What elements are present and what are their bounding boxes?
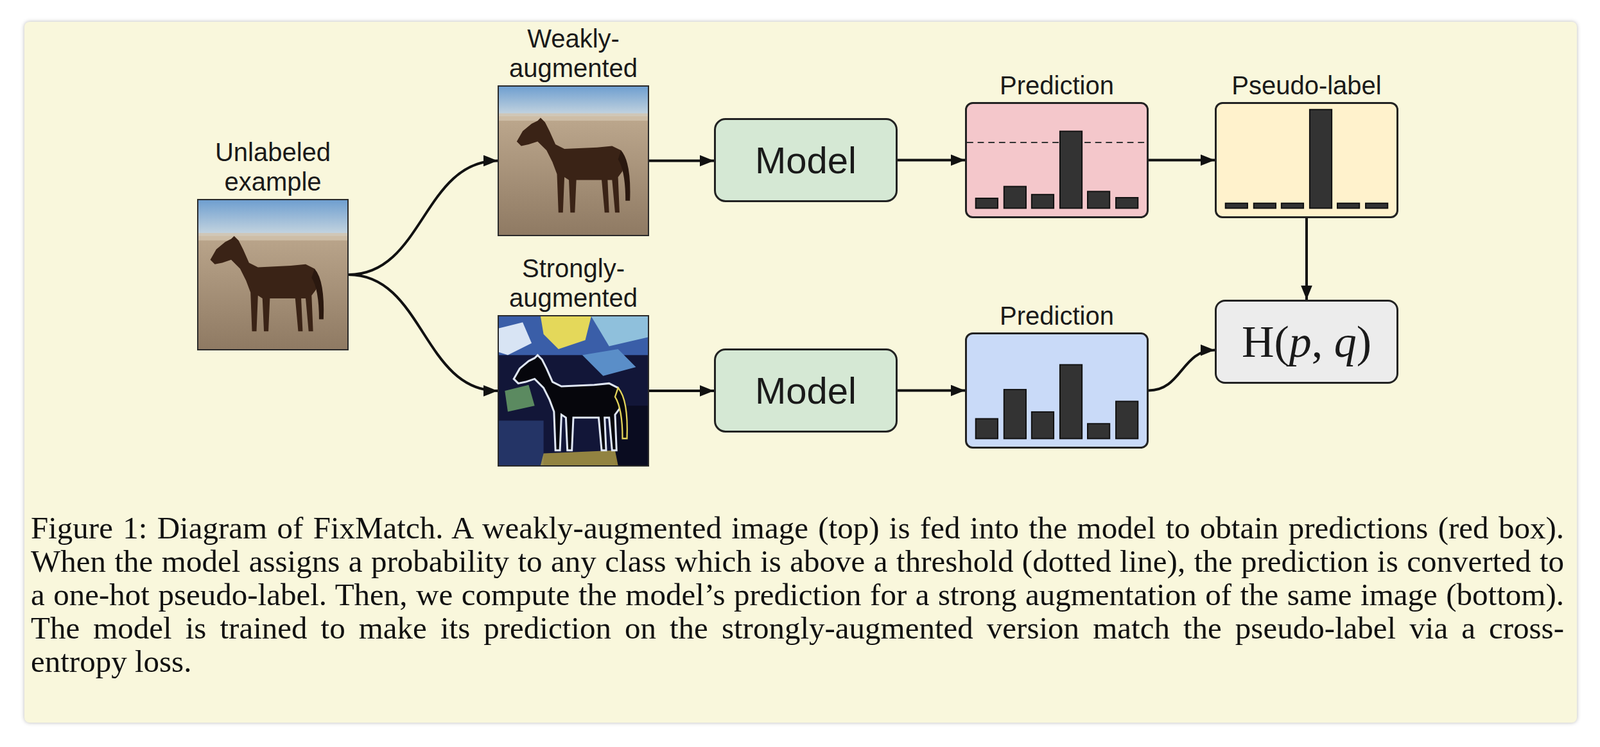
chart-box: Prediction bbox=[965, 332, 1149, 449]
horizon bbox=[498, 113, 648, 122]
horse-tail bbox=[311, 269, 324, 320]
bar bbox=[1281, 203, 1304, 209]
heading-label: Unlabeled example bbox=[182, 137, 363, 197]
augmented-photo bbox=[498, 316, 648, 466]
flow-arrow bbox=[649, 159, 714, 163]
horse-tail bbox=[615, 387, 628, 439]
bar bbox=[1087, 191, 1110, 209]
flow-arrow bbox=[348, 274, 498, 392]
bar bbox=[975, 198, 998, 209]
horse-photo bbox=[198, 200, 348, 350]
bar bbox=[1115, 401, 1138, 439]
heading-label: Pseudo-label bbox=[1201, 70, 1412, 101]
horse-group bbox=[516, 118, 631, 214]
bars bbox=[975, 131, 1139, 209]
horse-tail bbox=[618, 150, 631, 201]
box-label: Model bbox=[755, 369, 857, 413]
math-symbol: , bbox=[1311, 317, 1335, 367]
figure-caption: Figure 1: Diagram of FixMatch. A weakly-… bbox=[30, 511, 1565, 679]
image-panel: Strongly-augmented bbox=[497, 315, 650, 467]
math-symbol: ) bbox=[1356, 317, 1372, 367]
bar bbox=[1337, 203, 1360, 209]
color-patch bbox=[582, 349, 637, 377]
bar bbox=[1060, 364, 1082, 439]
ground bbox=[498, 316, 648, 466]
bar bbox=[1115, 197, 1138, 209]
color-patch bbox=[504, 385, 535, 413]
bar bbox=[1004, 186, 1027, 209]
loss-box: H(p, q) bbox=[1214, 299, 1399, 384]
color-patch bbox=[540, 450, 619, 466]
math-symbol: q bbox=[1334, 317, 1357, 367]
ground bbox=[498, 86, 648, 235]
horse bbox=[513, 355, 621, 451]
bar bbox=[1060, 131, 1082, 209]
image-panel: Unlabeled example bbox=[197, 199, 349, 351]
flow-arrow bbox=[1148, 350, 1215, 392]
sky bbox=[498, 86, 648, 117]
flow-arrow bbox=[1148, 159, 1215, 162]
horse-photo bbox=[498, 86, 648, 235]
horse bbox=[210, 236, 318, 332]
chart-box: Prediction bbox=[965, 102, 1149, 219]
flow-arrow bbox=[897, 159, 966, 162]
bar-chart bbox=[1216, 104, 1397, 217]
flow-arrow bbox=[1305, 218, 1308, 300]
color-patch bbox=[498, 420, 544, 466]
bar bbox=[975, 418, 998, 439]
color-patch bbox=[591, 316, 648, 347]
horse-group bbox=[513, 355, 628, 451]
bar bbox=[1004, 389, 1027, 439]
bar-chart bbox=[966, 334, 1147, 447]
bar bbox=[1031, 412, 1054, 440]
bars bbox=[1225, 109, 1389, 209]
heading-label: Prediction bbox=[951, 70, 1163, 101]
sky bbox=[198, 200, 348, 237]
bar bbox=[1365, 203, 1388, 209]
bars bbox=[975, 364, 1139, 439]
box-label: Model bbox=[755, 139, 857, 182]
heading-label: Prediction bbox=[951, 301, 1163, 331]
color-patch bbox=[615, 405, 648, 466]
bar bbox=[1225, 203, 1248, 209]
bar-chart bbox=[966, 104, 1147, 217]
ground bbox=[198, 200, 348, 350]
math-symbol: p bbox=[1289, 317, 1312, 367]
bar bbox=[1087, 423, 1110, 439]
flow-arrow bbox=[348, 161, 498, 276]
chart-box: Pseudo-label bbox=[1214, 102, 1399, 219]
process-box: Model bbox=[713, 118, 898, 203]
bar bbox=[1031, 194, 1054, 209]
sky bbox=[498, 316, 648, 356]
bar bbox=[1309, 109, 1332, 209]
color-patch bbox=[498, 322, 532, 356]
color-patch bbox=[540, 316, 592, 350]
heading-label: Strongly-augmented bbox=[483, 253, 664, 313]
horizon bbox=[198, 233, 348, 241]
threshold-line bbox=[966, 141, 1147, 144]
bar bbox=[1253, 203, 1276, 209]
box-label: H(p, q) bbox=[1241, 316, 1372, 368]
horse bbox=[516, 118, 625, 214]
process-box: Model bbox=[713, 348, 898, 433]
heading-label: Weakly-augmented bbox=[483, 23, 664, 83]
image-panel: Weakly-augmented bbox=[497, 85, 650, 237]
flow-arrow bbox=[897, 389, 966, 393]
flow-arrow bbox=[649, 389, 714, 393]
math-symbol: H( bbox=[1241, 317, 1290, 367]
